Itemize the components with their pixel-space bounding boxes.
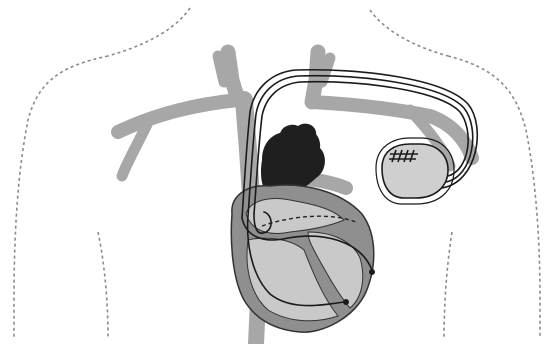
aortic-arch (280, 124, 316, 138)
right-neck-line (370, 10, 448, 56)
left-shoulder-line (14, 56, 108, 338)
left-arm-line (98, 232, 108, 338)
lv-lead-tip (370, 270, 375, 275)
left-jugular-branch (218, 56, 224, 82)
ventricular-lead-tip (344, 300, 349, 305)
left-jugular-vein (228, 52, 238, 100)
left-subclavian-vein (118, 100, 238, 132)
right-jugular-vein (312, 52, 318, 102)
left-neck-line (108, 8, 190, 56)
right-arm-line (444, 232, 452, 338)
generator-body (382, 144, 448, 198)
